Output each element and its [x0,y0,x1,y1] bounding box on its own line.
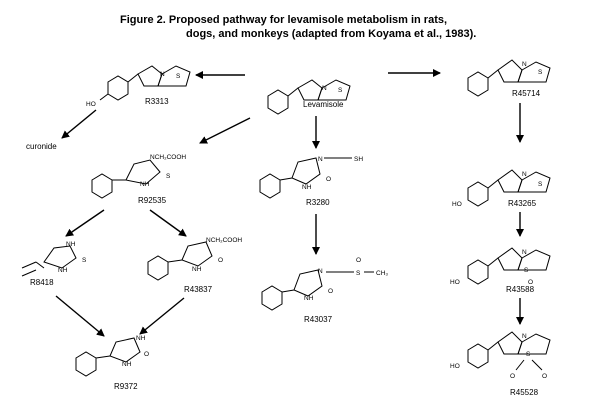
levamisole-structure: N S [267,79,351,115]
svg-text:O: O [528,279,533,286]
svg-text:O: O [144,351,149,358]
svg-text:S: S [338,87,343,94]
label-r43037: R43037 [304,315,333,324]
svg-text:O: O [218,257,223,264]
svg-text:N: N [160,71,165,78]
svg-text:S: S [176,73,181,80]
label-r45528: R45528 [510,388,539,397]
svg-text:NH: NH [304,295,314,302]
svg-text:NH: NH [140,181,150,188]
svg-text:HO: HO [450,279,460,286]
label-r9372: R9372 [114,382,138,391]
label-r43837: R43837 [184,285,213,294]
svg-text:N: N [522,171,527,178]
r43837-structure: NCH₂COOH NH O [147,237,242,281]
svg-text:SH: SH [354,156,363,163]
arrow-r92535-to-r43837 [149,209,187,237]
r43037-structure: N NH O S O CH₃ [261,257,388,311]
svg-text:HO: HO [452,201,462,208]
figure-caption-line2: dogs, and monkeys (adapted from Koyama e… [186,28,476,40]
svg-text:S: S [538,181,543,188]
svg-text:N: N [318,156,323,163]
svg-text:N: N [318,268,323,275]
r3280-structure: N NH O SH [259,156,363,199]
svg-text:NH: NH [122,361,132,368]
label-r3280: R3280 [306,198,330,207]
svg-text:S: S [524,267,529,274]
svg-text:NH: NH [136,335,146,342]
r45714-structure: N S [467,59,551,97]
label-r8418: R8418 [30,278,54,287]
svg-text:O: O [356,257,361,264]
label-r92535: R92535 [138,196,167,205]
svg-text:NH: NH [58,267,68,274]
label-curonide: curonide [26,142,57,151]
arrow-r43837-to-r9372 [139,297,185,335]
r43265-structure: N S HO [452,169,551,208]
svg-text:S: S [82,257,87,264]
svg-text:S: S [538,69,543,76]
arrow-r92535-to-r8418 [65,209,105,237]
label-levamisole: Levamisole [303,100,344,109]
svg-text:N: N [322,85,327,92]
svg-text:NCH₂COOH: NCH₂COOH [150,154,186,161]
svg-text:N: N [522,61,527,68]
svg-text:N: N [522,333,527,340]
svg-text:S: S [166,173,171,180]
svg-text:O: O [542,373,547,380]
label-r43265: R43265 [508,199,537,208]
svg-text:O: O [326,176,331,183]
r9372-structure: NH NH O [75,335,149,377]
svg-text:O: O [328,288,333,295]
arrow-r8418-to-r9372 [55,295,105,337]
label-r45714: R45714 [512,89,541,98]
label-r3313: R3313 [145,97,169,106]
svg-text:HO: HO [86,101,96,108]
svg-text:NH: NH [192,266,202,273]
arrow-levamisole-to-r92535 [199,117,251,144]
svg-text:HO: HO [450,363,460,370]
figure-caption-line1: Figure 2. Proposed pathway for levamisol… [120,14,447,26]
svg-text:S: S [526,351,531,358]
svg-text:NH: NH [66,241,76,248]
r92535-structure: NCH₂COOH NH S [91,154,186,199]
svg-text:N: N [522,249,527,256]
r3313-structure: N S HO [86,65,191,108]
svg-text:NH: NH [302,184,312,191]
arrow-r3313-to-curonide [61,109,97,139]
svg-text:NCH₂COOH: NCH₂COOH [206,237,242,244]
svg-text:S: S [356,270,361,277]
r43588-structure: N S O HO [450,247,551,286]
svg-text:O: O [510,373,515,380]
label-r43588: R43588 [506,285,535,294]
r8418-structure: NH NH S [21,241,87,277]
svg-text:CH₃: CH₃ [376,270,388,277]
r45528-structure: N S O O HO [450,331,551,380]
